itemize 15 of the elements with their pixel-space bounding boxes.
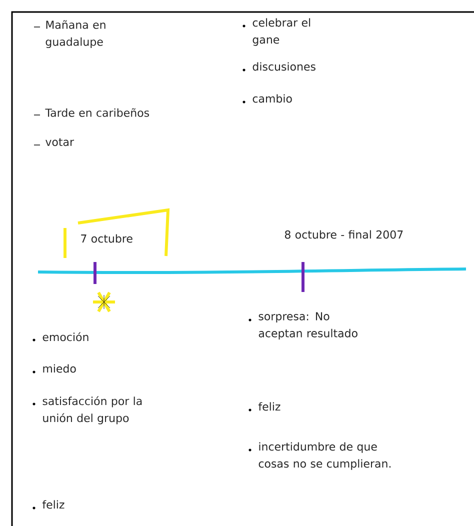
- handwritten-note: celebrar el gane: [252, 18, 310, 46]
- handwritten-note: emoción: [42, 332, 88, 342]
- handwritten-note: feliz: [42, 500, 64, 509]
- handwritten-note: miedo: [43, 364, 76, 373]
- handwritten-note: votar: [46, 138, 74, 146]
- handwritten-note: 7 octubre: [81, 234, 132, 243]
- handwritten-note: incertidumbre de que cosas no se cumplieran.: [258, 442, 391, 470]
- handwritten-note: 8 octubre - final 2007: [284, 230, 403, 239]
- handwritten-note: satisfacción por la unión del grupo: [42, 396, 142, 424]
- handwritten-note: Tarde en caribeños: [45, 108, 149, 117]
- handwritten-note: cambio: [252, 94, 292, 103]
- handwritten-note: Mañana en guadalupe: [46, 20, 106, 48]
- handwritten-note: feliz: [258, 402, 280, 411]
- handwritten-note: sorpresa: No aceptan resultado: [258, 312, 358, 340]
- handwritten-note: discusiones: [252, 62, 316, 71]
